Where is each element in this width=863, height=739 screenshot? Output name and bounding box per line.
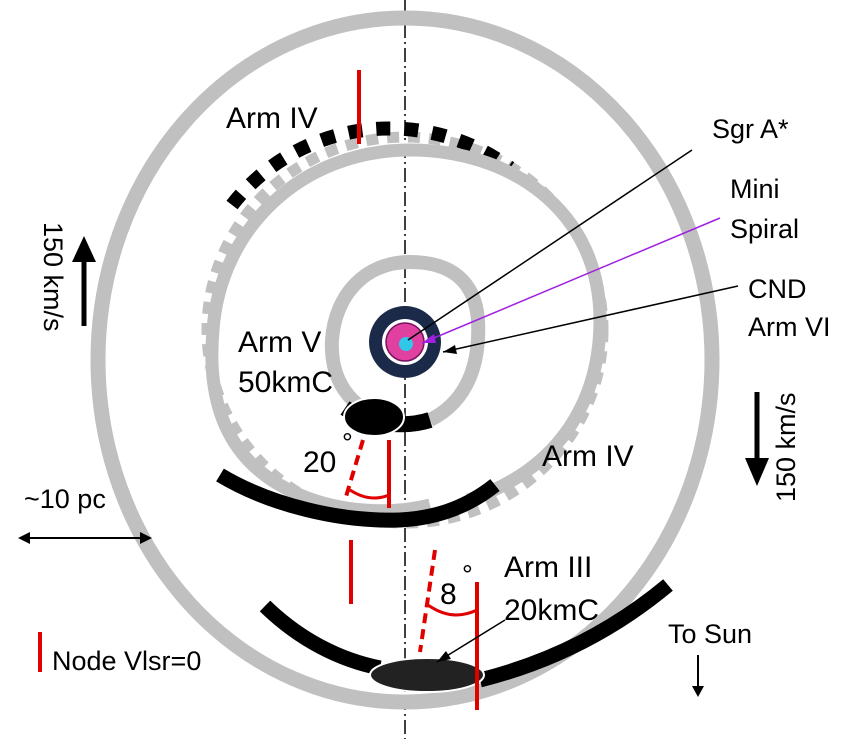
label-velocity-right: 150 km/s	[771, 392, 801, 502]
label-arm-iii-1: Arm III	[504, 551, 592, 584]
degree-mark-8: °	[462, 560, 473, 590]
label-cnd-1: CND	[748, 274, 807, 304]
label-arm-iv-top: Arm IV	[226, 102, 318, 135]
arm-iii-arrowhead	[437, 651, 451, 662]
cnd-pointer	[442, 285, 739, 353]
label-arm-v-2: 50kmC	[238, 366, 333, 399]
label-scale: ~10 pc	[24, 484, 106, 514]
sgr-a-pointer	[407, 149, 693, 341]
label-angle-8: 8	[440, 578, 457, 611]
outer-arm-ring	[90, 10, 720, 710]
sgr-a-star	[399, 337, 413, 351]
50kmc-cloud	[343, 397, 405, 437]
cnd-arrowhead	[443, 345, 457, 354]
arm-iii-black-arc-left	[259, 600, 382, 676]
label-sgr-a: Sgr A*	[712, 114, 789, 144]
label-cnd-2: Arm VI	[748, 312, 831, 342]
label-legend-node: Node Vlsr=0	[52, 646, 201, 676]
arm-iii-black-arc-right	[478, 579, 673, 688]
to-sun-arrowhead	[692, 686, 704, 697]
angle-arc-8	[427, 603, 478, 617]
velocity-arrowhead-right	[745, 458, 769, 486]
inner-spiral-arm	[205, 143, 607, 518]
label-mini-spiral-2: Spiral	[730, 214, 799, 244]
degree-mark-20: °	[342, 428, 353, 458]
label-angle-20: 20	[303, 446, 336, 479]
label-arm-v-1: Arm V	[238, 326, 321, 359]
scale-arrowhead-left	[18, 532, 30, 544]
20kmc-cloud	[369, 657, 485, 693]
mini-spiral-arrowhead	[422, 334, 436, 343]
arm-v-black-arc	[216, 468, 500, 528]
scale-arrowhead-right	[140, 532, 152, 544]
mini-spiral-pointer	[421, 217, 721, 344]
node-marker-arm-iii-dashed	[418, 549, 437, 653]
label-arm-iii-2: 20kmC	[504, 594, 599, 627]
label-mini-spiral-1: Mini	[730, 174, 780, 204]
velocity-arrowhead-left	[72, 236, 96, 262]
inner-small-ring	[324, 254, 486, 427]
node-marker-arm-v-dashed	[343, 439, 365, 501]
angle-arc-20	[349, 488, 390, 500]
label-velocity-left: 150 km/s	[38, 222, 68, 332]
label-to-sun: To Sun	[668, 619, 752, 649]
label-arm-iv-right: Arm IV	[542, 440, 634, 473]
